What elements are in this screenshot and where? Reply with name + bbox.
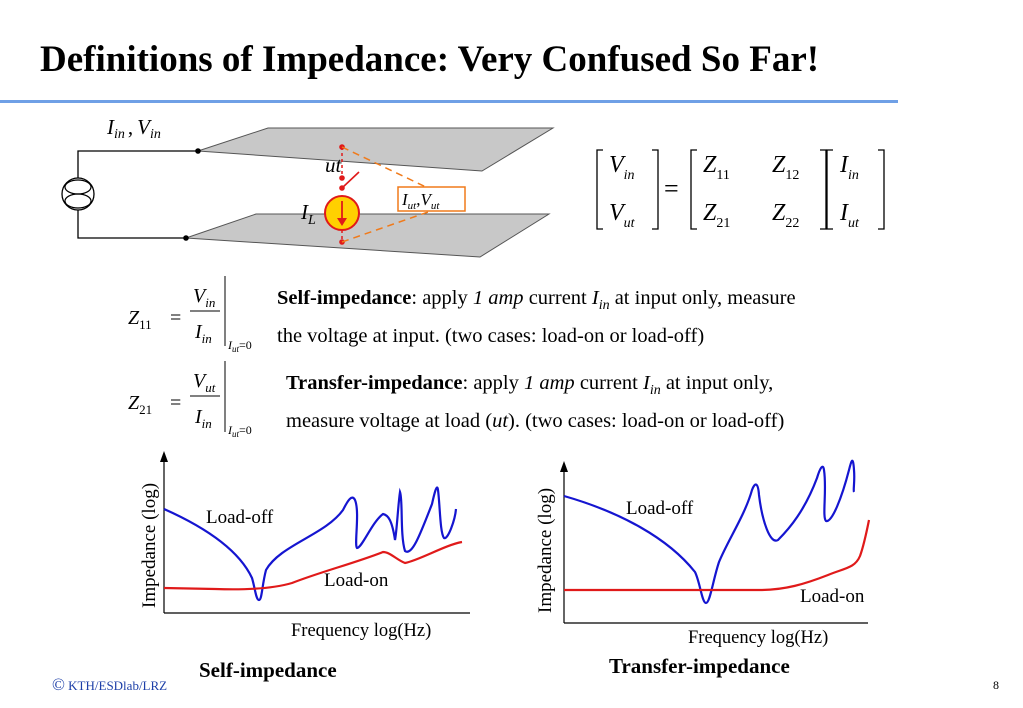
transfer-impedance-term: Transfer-impedance bbox=[286, 372, 463, 394]
wire-top bbox=[77, 150, 198, 178]
left-y-axis-label: Impedance (log) bbox=[139, 483, 160, 608]
impedance-matrix-equation: Vin Vut = Z11 Z12 Z21 Z22 Iin Iut bbox=[596, 149, 885, 231]
svg-text:Vut: Vut bbox=[193, 370, 216, 395]
right-load-off-label: Load-off bbox=[626, 498, 694, 519]
left-load-off-curve bbox=[163, 486, 458, 602]
load-current-label: IL bbox=[300, 200, 316, 228]
svg-text:=: = bbox=[170, 307, 181, 329]
svg-text:Vin: Vin bbox=[193, 285, 215, 310]
right-y-axis-label: Impedance (log) bbox=[535, 488, 556, 613]
ut-label: ut bbox=[325, 153, 343, 177]
svg-text:Iut=0: Iut=0 bbox=[227, 423, 252, 439]
circuit-diagram: Iin,Vin ut IL Iut,Vut bbox=[61, 115, 555, 258]
load-current-source bbox=[324, 195, 360, 231]
svg-text:Iut=0: Iut=0 bbox=[227, 338, 252, 354]
svg-text:Iin: Iin bbox=[839, 152, 859, 183]
svg-text:=: = bbox=[170, 392, 181, 414]
current-source-symbol bbox=[61, 177, 95, 211]
wire-bottom bbox=[77, 210, 186, 239]
left-load-off-label: Load-off bbox=[206, 507, 274, 528]
transfer-impedance-caption: Transfer-impedance bbox=[609, 654, 790, 678]
svg-text:Iin: Iin bbox=[194, 406, 212, 431]
z11-formula: Z11 = Vin Iin Iut=0 bbox=[128, 276, 252, 354]
title-rule bbox=[0, 100, 898, 103]
self-impedance-caption: Self-impedance bbox=[199, 658, 337, 682]
bottom-plane bbox=[185, 213, 551, 258]
right-load-on-label: Load-on bbox=[800, 586, 865, 607]
slide-title: Definitions of Impedance: Very Confused … bbox=[40, 39, 820, 80]
svg-text:Z21: Z21 bbox=[128, 392, 152, 417]
transfer-impedance-plot: Load-off Load-on Frequency log(Hz) Imped… bbox=[535, 459, 871, 648]
svg-text:Vut: Vut bbox=[609, 200, 636, 231]
self-impedance-plot: Load-off Load-on Frequency log(Hz) Imped… bbox=[139, 451, 470, 641]
svg-text:Z21: Z21 bbox=[703, 200, 730, 231]
svg-text:=: = bbox=[664, 174, 679, 203]
right-x-axis-label: Frequency log(Hz) bbox=[688, 628, 828, 648]
top-plane bbox=[197, 127, 555, 172]
svg-text:Z11: Z11 bbox=[703, 152, 730, 183]
svg-text:Z11: Z11 bbox=[128, 307, 152, 332]
page-number: 8 bbox=[993, 678, 999, 692]
right-load-on-curve bbox=[564, 519, 871, 592]
z21-formula: Z21 = Vut Iin Iut=0 bbox=[128, 361, 252, 439]
self-impedance-term: Self-impedance bbox=[277, 287, 412, 309]
left-load-on-curve bbox=[163, 540, 463, 591]
svg-text:Vin: Vin bbox=[609, 152, 635, 183]
copyright-icon: © bbox=[52, 675, 65, 694]
port-label: Iut,Vut bbox=[401, 190, 440, 212]
left-load-on-label: Load-on bbox=[324, 570, 389, 591]
self-impedance-description: Self-impedance: apply 1 amp current Iin … bbox=[277, 287, 796, 348]
input-label: Iin,Vin bbox=[106, 115, 161, 142]
svg-text:Iut: Iut bbox=[839, 200, 860, 231]
footer-copyright: © KTH/ESDlab/LRZ bbox=[52, 675, 168, 694]
load-switch bbox=[341, 171, 360, 189]
left-x-axis-label: Frequency log(Hz) bbox=[291, 621, 431, 641]
svg-text:Z12: Z12 bbox=[772, 152, 799, 183]
svg-text:Iin: Iin bbox=[194, 321, 212, 346]
port-label-box bbox=[397, 186, 466, 212]
right-load-off-curve bbox=[563, 459, 856, 605]
svg-text:Z22: Z22 bbox=[772, 200, 799, 231]
transfer-impedance-description: Transfer-impedance: apply 1 amp current … bbox=[286, 372, 785, 433]
